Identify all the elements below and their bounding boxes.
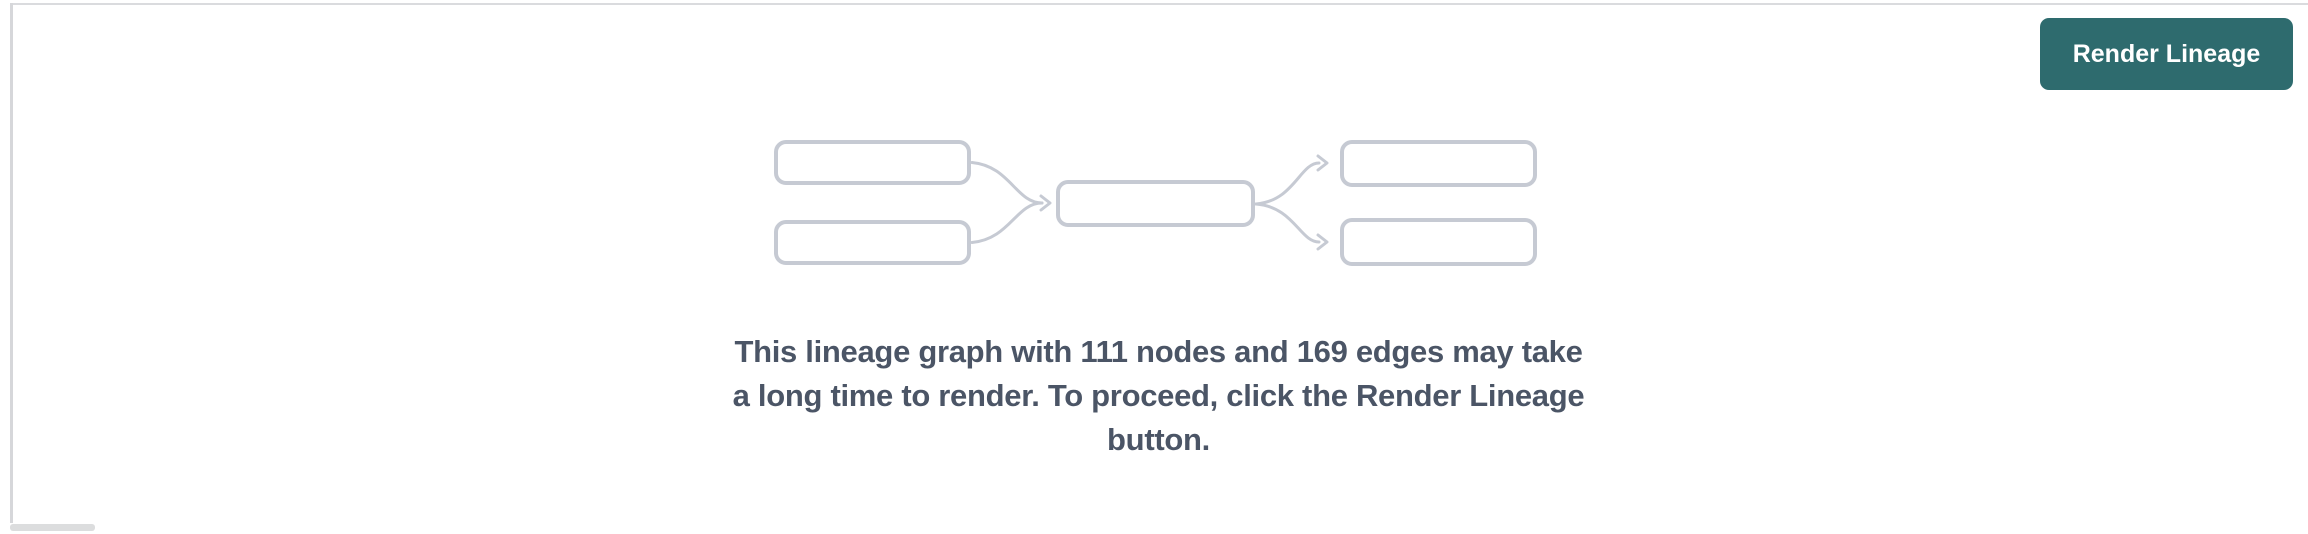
graph-node-box: [774, 220, 971, 265]
render-warning-message: This lineage graph with 111 nodes and 16…: [9, 330, 2308, 462]
horizontal-scrollbar-thumb[interactable]: [10, 524, 95, 531]
arrowhead-icon: [1039, 194, 1052, 212]
graph-edge: [1254, 161, 1321, 206]
message-line: a long time to render. To proceed, click…: [732, 378, 1585, 413]
graph-edge: [970, 201, 1044, 244]
arrowhead-icon: [1316, 154, 1329, 172]
message-line: button.: [1107, 422, 1210, 457]
render-lineage-button[interactable]: Render Lineage: [2040, 18, 2293, 90]
graph-edge: [970, 161, 1044, 205]
graph-node-box: [1340, 218, 1537, 266]
arrowhead-icon: [1316, 233, 1329, 251]
message-line: This lineage graph with 111 nodes and 16…: [734, 334, 1583, 369]
graph-node-box: [1340, 140, 1537, 187]
graph-edge: [1254, 202, 1321, 244]
graph-node-box: [1056, 180, 1255, 227]
lineage-preview-illustration: [770, 135, 1540, 270]
panel-top-border: [10, 3, 2308, 5]
lineage-graph-placeholder-graphic: [774, 140, 1537, 266]
graph-node-box: [774, 140, 971, 185]
panel-left-divider: [10, 3, 13, 523]
